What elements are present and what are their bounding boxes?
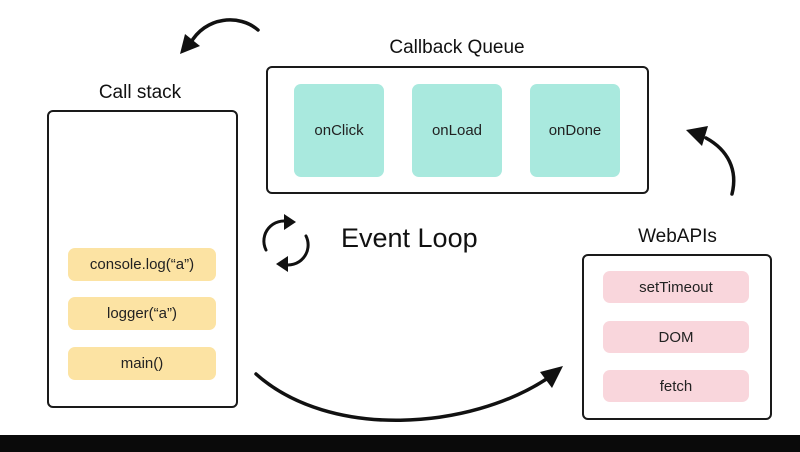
stack-item-main: main() [68, 347, 216, 380]
queue-to-stack-arrow [188, 18, 260, 46]
api-item-dom: DOM [603, 321, 749, 353]
queue-item-onclick: onClick [294, 84, 384, 177]
queue-item-ondone: onDone [530, 84, 620, 177]
webapis-title: WebAPIs [638, 226, 717, 247]
event-loop-label: Event Loop [341, 223, 478, 253]
event-loop-cycle-icon [262, 214, 310, 272]
queue-to-stack-arrowhead [180, 34, 200, 54]
stack-to-webapis-arrowhead [540, 366, 563, 388]
webapis-to-queue-arrow [704, 136, 736, 196]
api-item-settimeout: setTimeout [603, 271, 749, 303]
bottom-bar [0, 435, 800, 452]
stack-item-logger: logger(“a”) [68, 297, 216, 330]
callback-queue-title: Callback Queue [389, 37, 525, 58]
stack-item-console-log: console.log(“a”) [68, 248, 216, 281]
queue-item-onload: onLoad [412, 84, 502, 177]
api-item-fetch: fetch [603, 370, 749, 402]
webapis-to-queue-arrowhead [686, 126, 708, 146]
call-stack-title: Call stack [98, 82, 182, 103]
stack-to-webapis-arrow [254, 372, 550, 422]
